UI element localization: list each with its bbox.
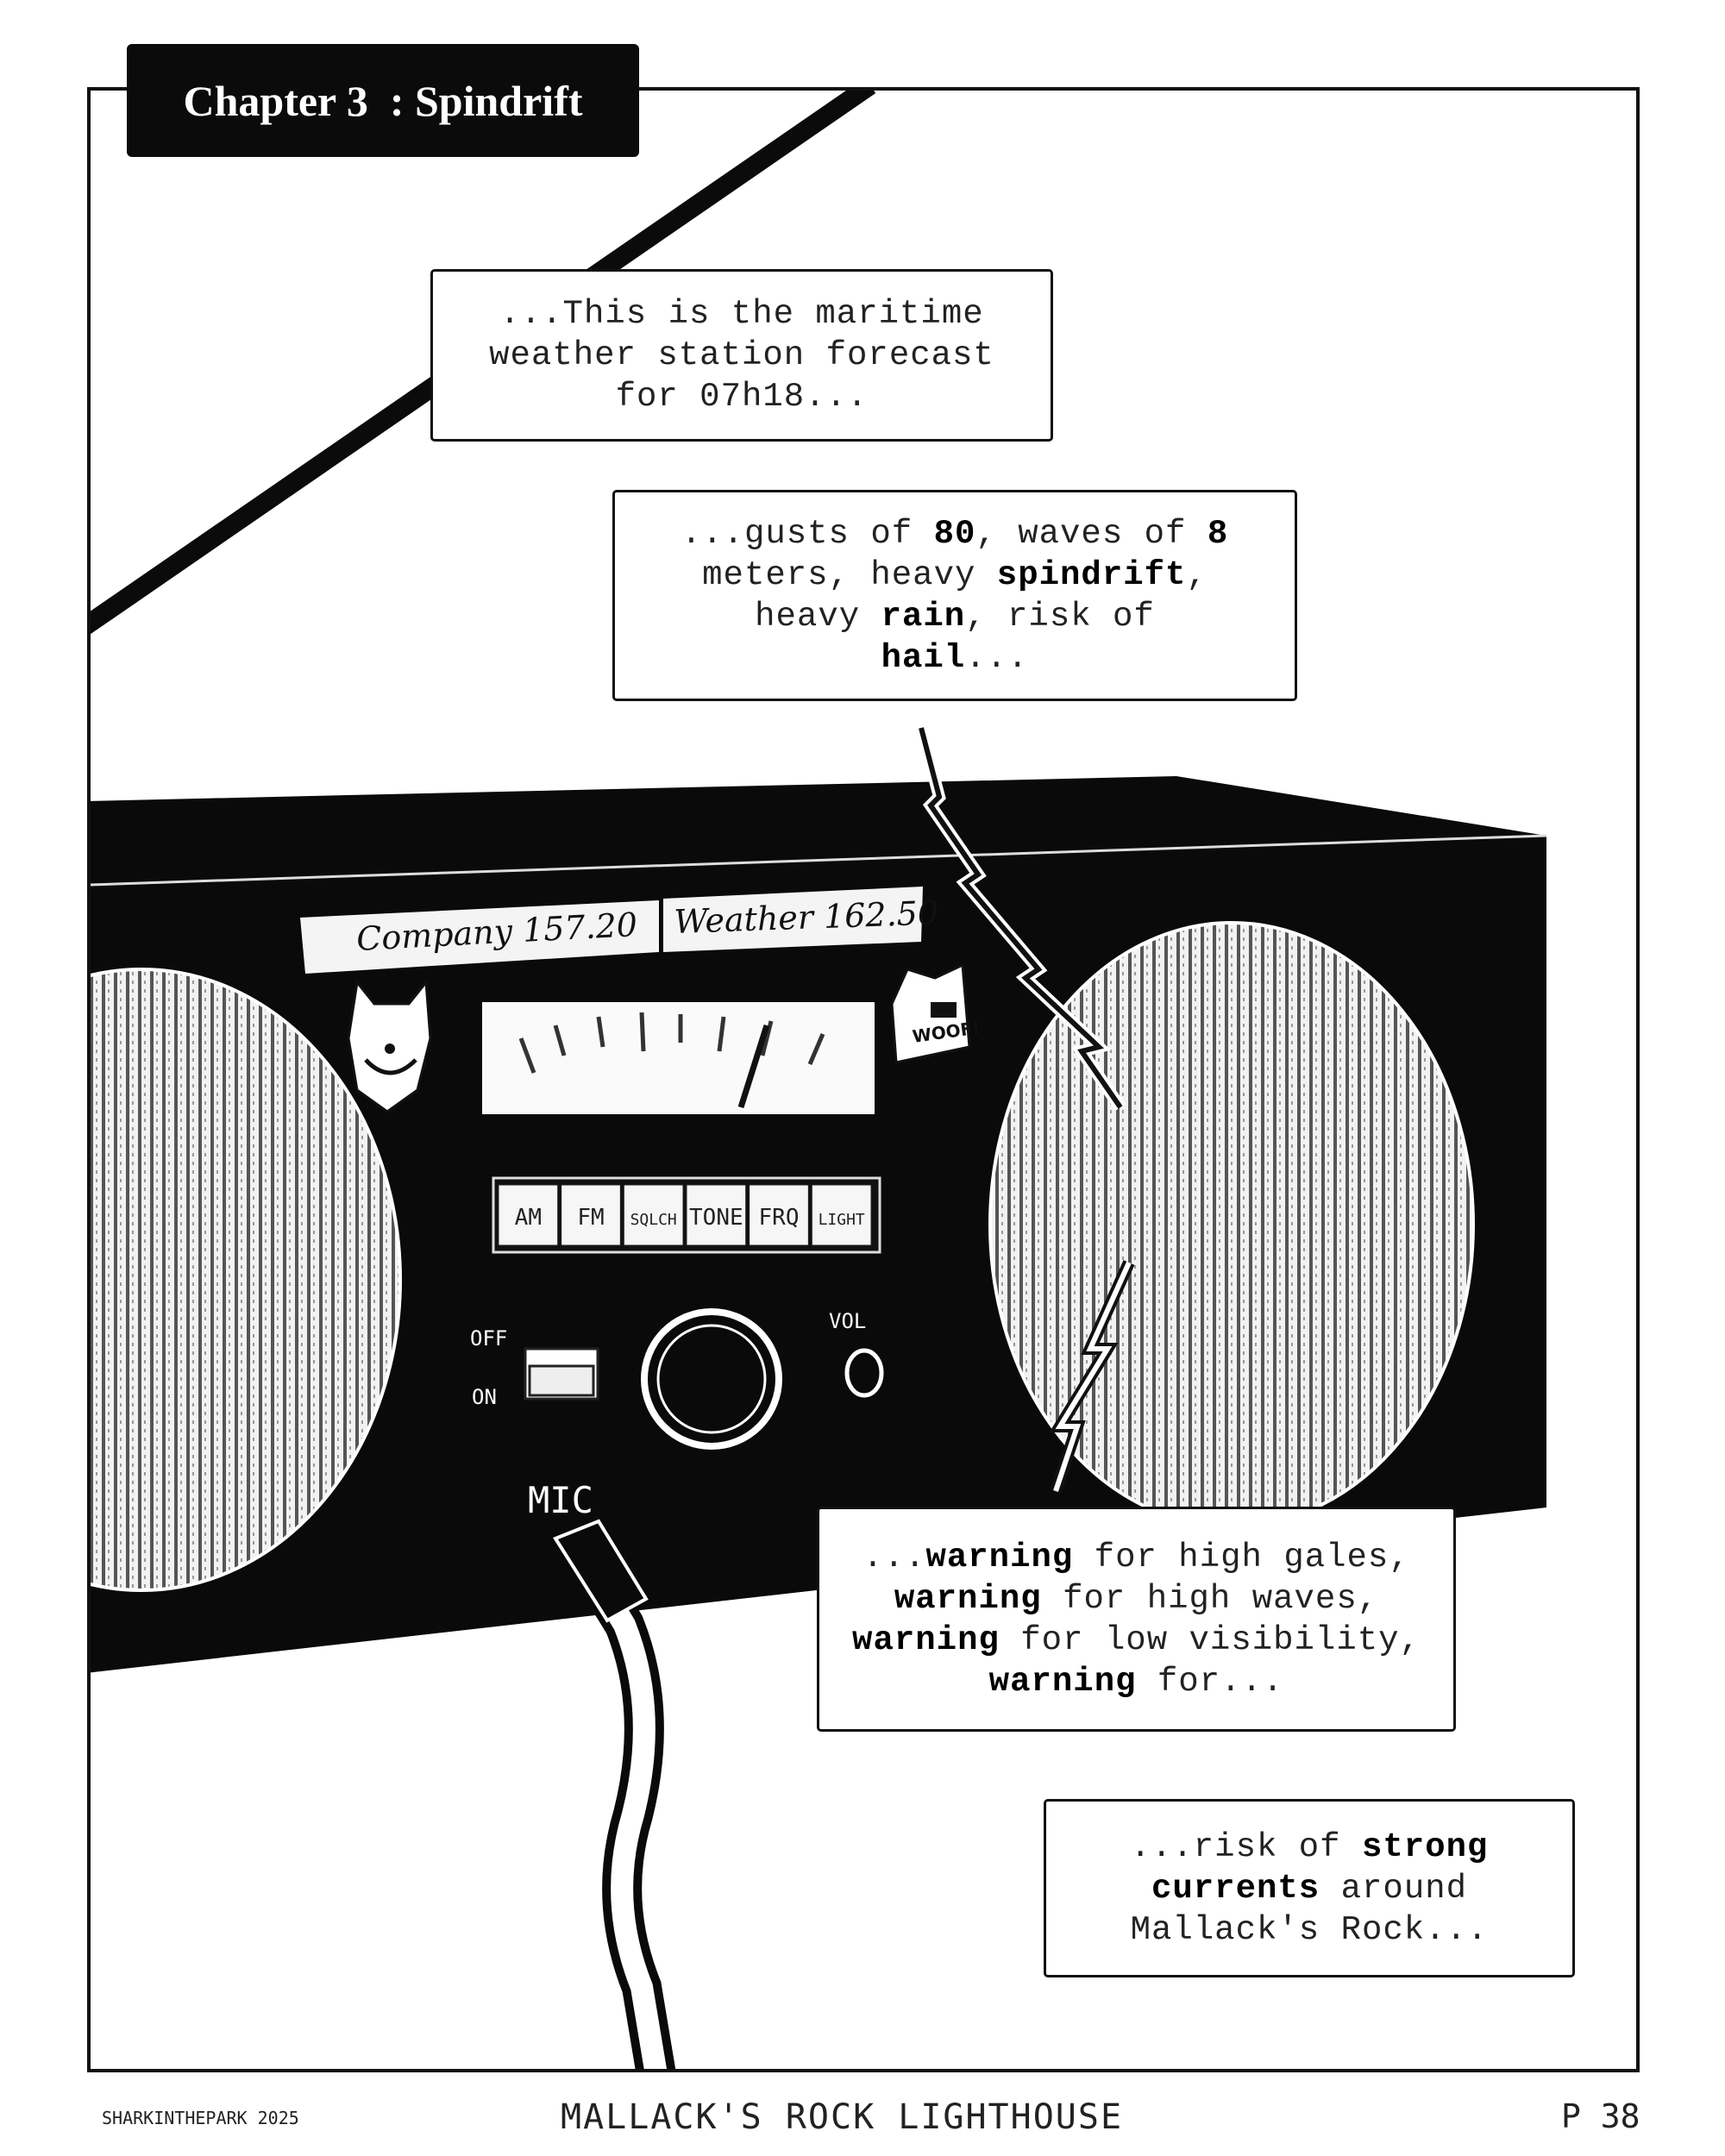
caption-line: warning for... [819, 1661, 1453, 1702]
caption-line: ...This is the maritime [433, 293, 1051, 335]
volume-label: VOL [829, 1309, 866, 1333]
caption-bold-text: rain [881, 597, 966, 636]
radio-button-am[interactable] [498, 1184, 559, 1246]
footer-title: MALLACK'S ROCK LIGHTHOUSE [561, 2097, 1124, 2137]
caption-line: ...warning for high gales, [819, 1537, 1453, 1578]
caption-text: for... [1136, 1662, 1284, 1701]
caption-line: ...risk of strong [1046, 1827, 1572, 1868]
caption-text: for high waves, [1041, 1579, 1379, 1618]
radio-button-sqlch[interactable] [623, 1184, 684, 1246]
radio-button-fm[interactable] [561, 1184, 621, 1246]
left-speaker [91, 968, 402, 1592]
caption-text: , [1186, 555, 1208, 594]
caption-box-3: ...warning for high gales,warning for hi… [817, 1507, 1456, 1732]
caption-bold-text: spindrift [996, 555, 1187, 594]
caption-bold-text: strong [1362, 1827, 1489, 1866]
mic-label: MIC [528, 1479, 593, 1521]
caption-line: meters, heavy spindrift, [615, 555, 1295, 596]
bear-sticker [347, 979, 432, 1113]
caption-text: ...gusts of [681, 514, 934, 553]
caption-text: Mallack's Rock... [1130, 1910, 1489, 1949]
caption-text: , risk of [965, 597, 1155, 636]
radio-button-label: FM [577, 1205, 604, 1231]
caption-text: ...This is the maritime [499, 295, 984, 333]
caption-text: ... [965, 638, 1029, 677]
caption-line: warning for low visibility, [819, 1620, 1453, 1661]
footer-credit: SHARKINTHEPARK 2025 [102, 2108, 299, 2128]
tape-label-weather [663, 887, 923, 952]
caption-text: for low visibility, [999, 1620, 1421, 1659]
caption-line: hail... [615, 637, 1295, 679]
caption-text: ...risk of [1130, 1827, 1362, 1866]
caption-line: currents around [1046, 1868, 1572, 1909]
radio-button-label: FRQ [759, 1205, 800, 1231]
switch-on-label: ON [472, 1385, 497, 1409]
volume-knob[interactable] [844, 1348, 884, 1398]
caption-bold-text: hail [881, 638, 966, 677]
tape-label-company [300, 900, 659, 974]
caption-text: , waves of [975, 514, 1208, 553]
caption-line: Mallack's Rock... [1046, 1909, 1572, 1951]
caption-bold-text: warning [852, 1620, 1000, 1659]
caption-text: for 07h18... [615, 378, 869, 416]
caption-bold-text: warning [894, 1579, 1042, 1618]
caption-text: ... [862, 1538, 926, 1576]
caption-text: weather station forecast [489, 336, 994, 374]
radio-button-frq[interactable] [749, 1184, 809, 1246]
caption-line: warning for high waves, [819, 1578, 1453, 1620]
caption-line: heavy rain, risk of [615, 596, 1295, 637]
caption-text: for high gales, [1073, 1538, 1410, 1576]
caption-line: for 07h18... [433, 376, 1051, 417]
caption-bold-text: 80 [933, 514, 976, 553]
radio-button-label: LIGHT [819, 1211, 865, 1229]
caption-text: around [1320, 1869, 1468, 1908]
switch-off-label: OFF [470, 1326, 507, 1351]
caption-bold-text: warning [925, 1538, 1074, 1576]
caption-bold-text: warning [988, 1662, 1137, 1701]
dog-sticker [890, 962, 971, 1064]
caption-bold-text: currents [1151, 1869, 1320, 1908]
caption-text: heavy [755, 597, 881, 636]
caption-bold-text: 8 [1207, 514, 1229, 553]
meter-needle [737, 1024, 770, 1109]
caption-line: ...gusts of 80, waves of 8 [615, 513, 1295, 555]
caption-text: meters, heavy [702, 555, 997, 594]
radio-button-tone[interactable] [686, 1184, 747, 1246]
caption-line: weather station forecast [433, 335, 1051, 376]
radio-button-light[interactable] [811, 1184, 872, 1246]
tuning-knob[interactable] [641, 1308, 782, 1450]
tape-label-weather-text: Weather 162.50 [674, 893, 939, 941]
radio-button-label: AM [515, 1205, 542, 1231]
radio-button-label: TONE [689, 1205, 743, 1231]
radio-button-label: SQLCH [630, 1211, 677, 1229]
mic-plug [553, 1519, 649, 1623]
page-number: P 38 [1561, 2097, 1640, 2135]
chapter-title: Chapter 3 : Spindrift [127, 44, 639, 157]
